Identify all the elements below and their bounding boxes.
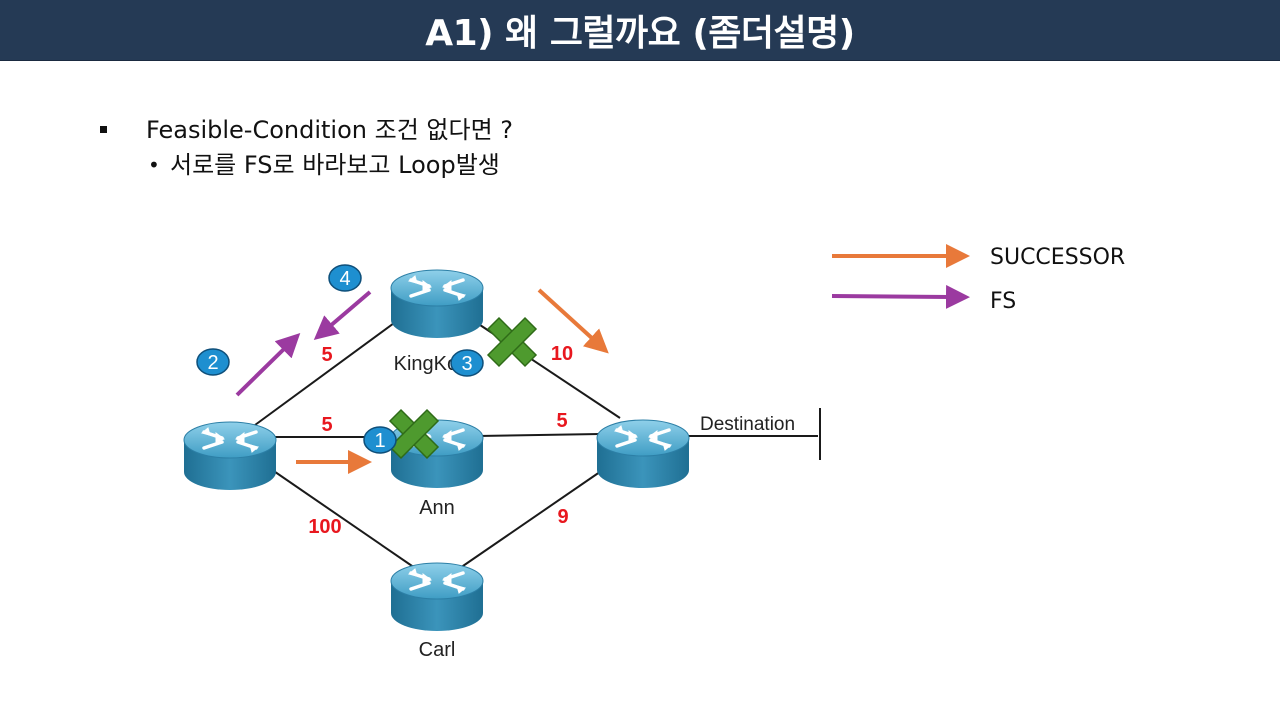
- successor-arrow-kingkong-dest: [537, 288, 609, 354]
- step-badge-1-label: 1: [374, 430, 385, 452]
- cost-ann-dest: 5: [556, 410, 567, 432]
- x-mark-ann-link-icon: [388, 408, 440, 460]
- router-destination-icon: [595, 418, 691, 490]
- legend-successor-label: SUCCESSOR: [990, 245, 1125, 270]
- cost-left-carl: 100: [308, 516, 341, 538]
- destination-label: Destination: [700, 414, 795, 435]
- fs-arrow-from-kingkong: [313, 290, 372, 340]
- cost-left-ann: 5: [321, 414, 332, 436]
- router-left-icon: [182, 420, 278, 492]
- step-badge-4-label: 4: [339, 268, 350, 290]
- cost-kingkong-dest: 10: [551, 343, 573, 365]
- legend: SUCCESSOR FS: [831, 244, 1125, 314]
- dot-bullet-icon: •: [148, 153, 160, 177]
- link-carl-dest: [459, 464, 611, 569]
- bullet-text-level2: 서로를 FS로 바라보고 Loop발생: [170, 151, 500, 179]
- bullet-item-level1: Feasible-Condition 조건 없다면 ?: [100, 112, 513, 148]
- legend-fs-arrow-icon: [831, 284, 970, 309]
- cost-left-kingkong: 5: [321, 344, 332, 366]
- link-left-carl: [264, 464, 416, 569]
- bullet-text-level1: Feasible-Condition 조건 없다면 ?: [146, 116, 514, 144]
- legend-fs-label: FS: [990, 289, 1016, 314]
- step-badge-3-label: 3: [461, 353, 472, 375]
- router-label-ann: Ann: [419, 497, 455, 519]
- step-badge-3: 3: [450, 349, 484, 377]
- bullet-list: Feasible-Condition 조건 없다면 ? • 서로를 FS로 바라…: [100, 112, 513, 182]
- slide-title: A1) 왜 그럴까요 (좀더설명): [425, 13, 855, 54]
- square-bullet-icon: [100, 126, 107, 133]
- link-ann-dest: [477, 433, 601, 437]
- router-label-carl: Carl: [419, 639, 456, 661]
- step-badge-2: 2: [196, 348, 230, 376]
- router-carl-icon: [389, 561, 485, 633]
- fs-arrow-to-kingkong: [235, 333, 301, 397]
- link-left-kingkong: [254, 314, 406, 426]
- router-kingkong-icon: [389, 268, 485, 340]
- title-bar: A1) 왜 그럴까요 (좀더설명): [0, 0, 1280, 61]
- cost-carl-dest: 9: [557, 506, 568, 528]
- x-mark-kingkong-link-icon: [486, 316, 538, 368]
- step-badge-1: 1: [363, 426, 397, 454]
- step-badge-4: 4: [328, 264, 362, 292]
- step-badge-2-label: 2: [207, 352, 218, 374]
- link-kingkong-dest: [464, 314, 621, 419]
- bullet-item-level2: • 서로를 FS로 바라보고 Loop발생: [100, 148, 513, 182]
